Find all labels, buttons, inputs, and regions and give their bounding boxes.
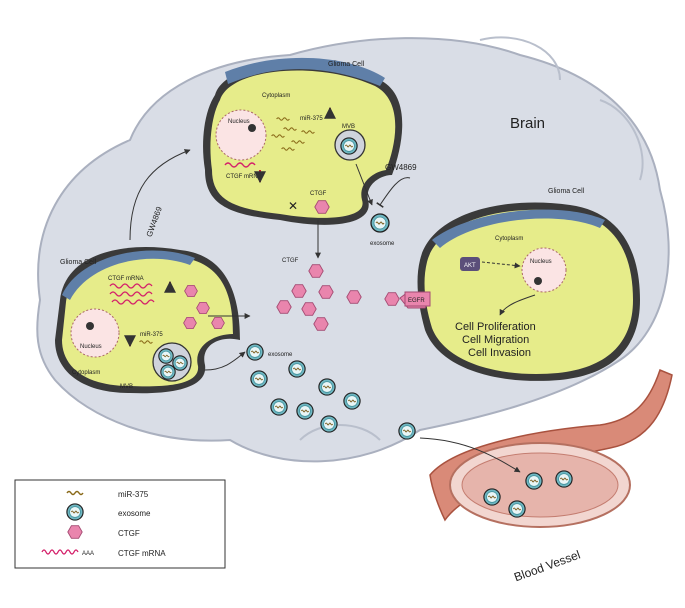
legend-box (14, 479, 226, 569)
cell-right-title: Glioma Cell (548, 188, 585, 195)
outcome-invasion: Cell Invasion (468, 347, 531, 359)
cell-left-nucleus-label: Nucleus (80, 344, 102, 350)
cell-top-cap (225, 57, 385, 86)
exosome-top-label: exosome (370, 241, 395, 247)
glioma-cell-left: Glioma Cell Nucleus Cytoplasm CTGF mRNA … (55, 247, 240, 394)
glioma-cell-top: Glioma Cell Cytoplasm Nucleus miR-375 MV… (203, 57, 403, 225)
cell-top-mrna-label: CTGF mRNA (226, 174, 262, 180)
cell-top-nucleus-label: Nucleus (228, 119, 250, 125)
extracellular-exosome-label: exosome (268, 352, 293, 358)
legend-label-0: miR-375 (118, 490, 149, 499)
extracellular-ctgf-label: CTGF (282, 258, 299, 264)
legend-label-3: CTGF mRNA (118, 549, 166, 558)
legend-mrna-icon (41, 549, 79, 555)
nucleus-to-outcomes-arrow (499, 294, 536, 316)
nucleus-left (70, 308, 120, 358)
legend-label-2: CTGF (118, 529, 140, 538)
outcome-proliferation: Cell Proliferation (455, 321, 536, 333)
cell-left-mvb-label: MVB (120, 384, 133, 390)
nucleus-right (521, 247, 567, 293)
nucleolus-top (248, 124, 256, 132)
outcome-migration: Cell Migration (462, 334, 529, 346)
left-exosome-release-arrow (204, 351, 246, 371)
nucleolus-left (86, 322, 94, 330)
cell-left-mrna-label: CTGF mRNA (108, 276, 144, 282)
cell-top-cytoplasm: Cytoplasm (262, 93, 290, 99)
mrna-cluster-left (109, 283, 155, 305)
nucleolus-right (534, 277, 542, 285)
arrow-left-to-top (129, 149, 191, 241)
cell-left-mirna-label: miR-375 (140, 332, 163, 338)
nucleus-top (215, 109, 267, 161)
cell-top-mirna-label: miR-375 (300, 116, 323, 122)
cell-top-mvb-label: MVB (342, 124, 355, 130)
cell-right-cap (432, 209, 605, 248)
brain-folds (299, 36, 644, 441)
egfr-box (404, 291, 431, 307)
legend-label-1: exosome (118, 509, 151, 518)
gw4869-top-inhibit (376, 177, 411, 208)
gw4869-top: GW4869 (385, 163, 417, 172)
akt-label: AKT (464, 263, 476, 269)
legend-ctgf-icon (67, 525, 83, 539)
glioma-cell-right: Glioma Cell Cytoplasm Nucleus AKT Cell P… (417, 188, 640, 381)
legend-mrna-aaa: AAA (82, 551, 94, 557)
vessel-label: Blood Vessel (512, 547, 582, 584)
cell-top-title: Glioma Cell (328, 61, 365, 68)
cell-right-cytoplasm: Cytoplasm (495, 236, 523, 242)
cell-left-title: Glioma Cell (60, 259, 97, 266)
brain-label: Brain (510, 115, 545, 132)
cell-left-cytoplasm: Cytoplasm (72, 370, 100, 376)
blood-vessel (429, 368, 673, 528)
mvb-to-exosome-arrow (355, 163, 373, 206)
akt-block (460, 257, 480, 271)
cell-right-nucleus-label: Nucleus (530, 259, 552, 265)
cytoplasm-right (424, 209, 633, 374)
egfr-label: EGFR (408, 298, 425, 304)
legend-exosome-icon (66, 503, 84, 521)
mrna-top (224, 162, 256, 168)
exosome-to-vessel-arrow (419, 437, 521, 473)
cell-left-cap (62, 250, 195, 300)
cross-top: ✕ (288, 199, 298, 213)
cell-top-ctgf-label: CTGF (310, 191, 327, 197)
akt-to-nucleus-arrow (481, 261, 521, 269)
legend: miR-375 exosome CTGF AAA CTGF mRNA (14, 479, 226, 569)
